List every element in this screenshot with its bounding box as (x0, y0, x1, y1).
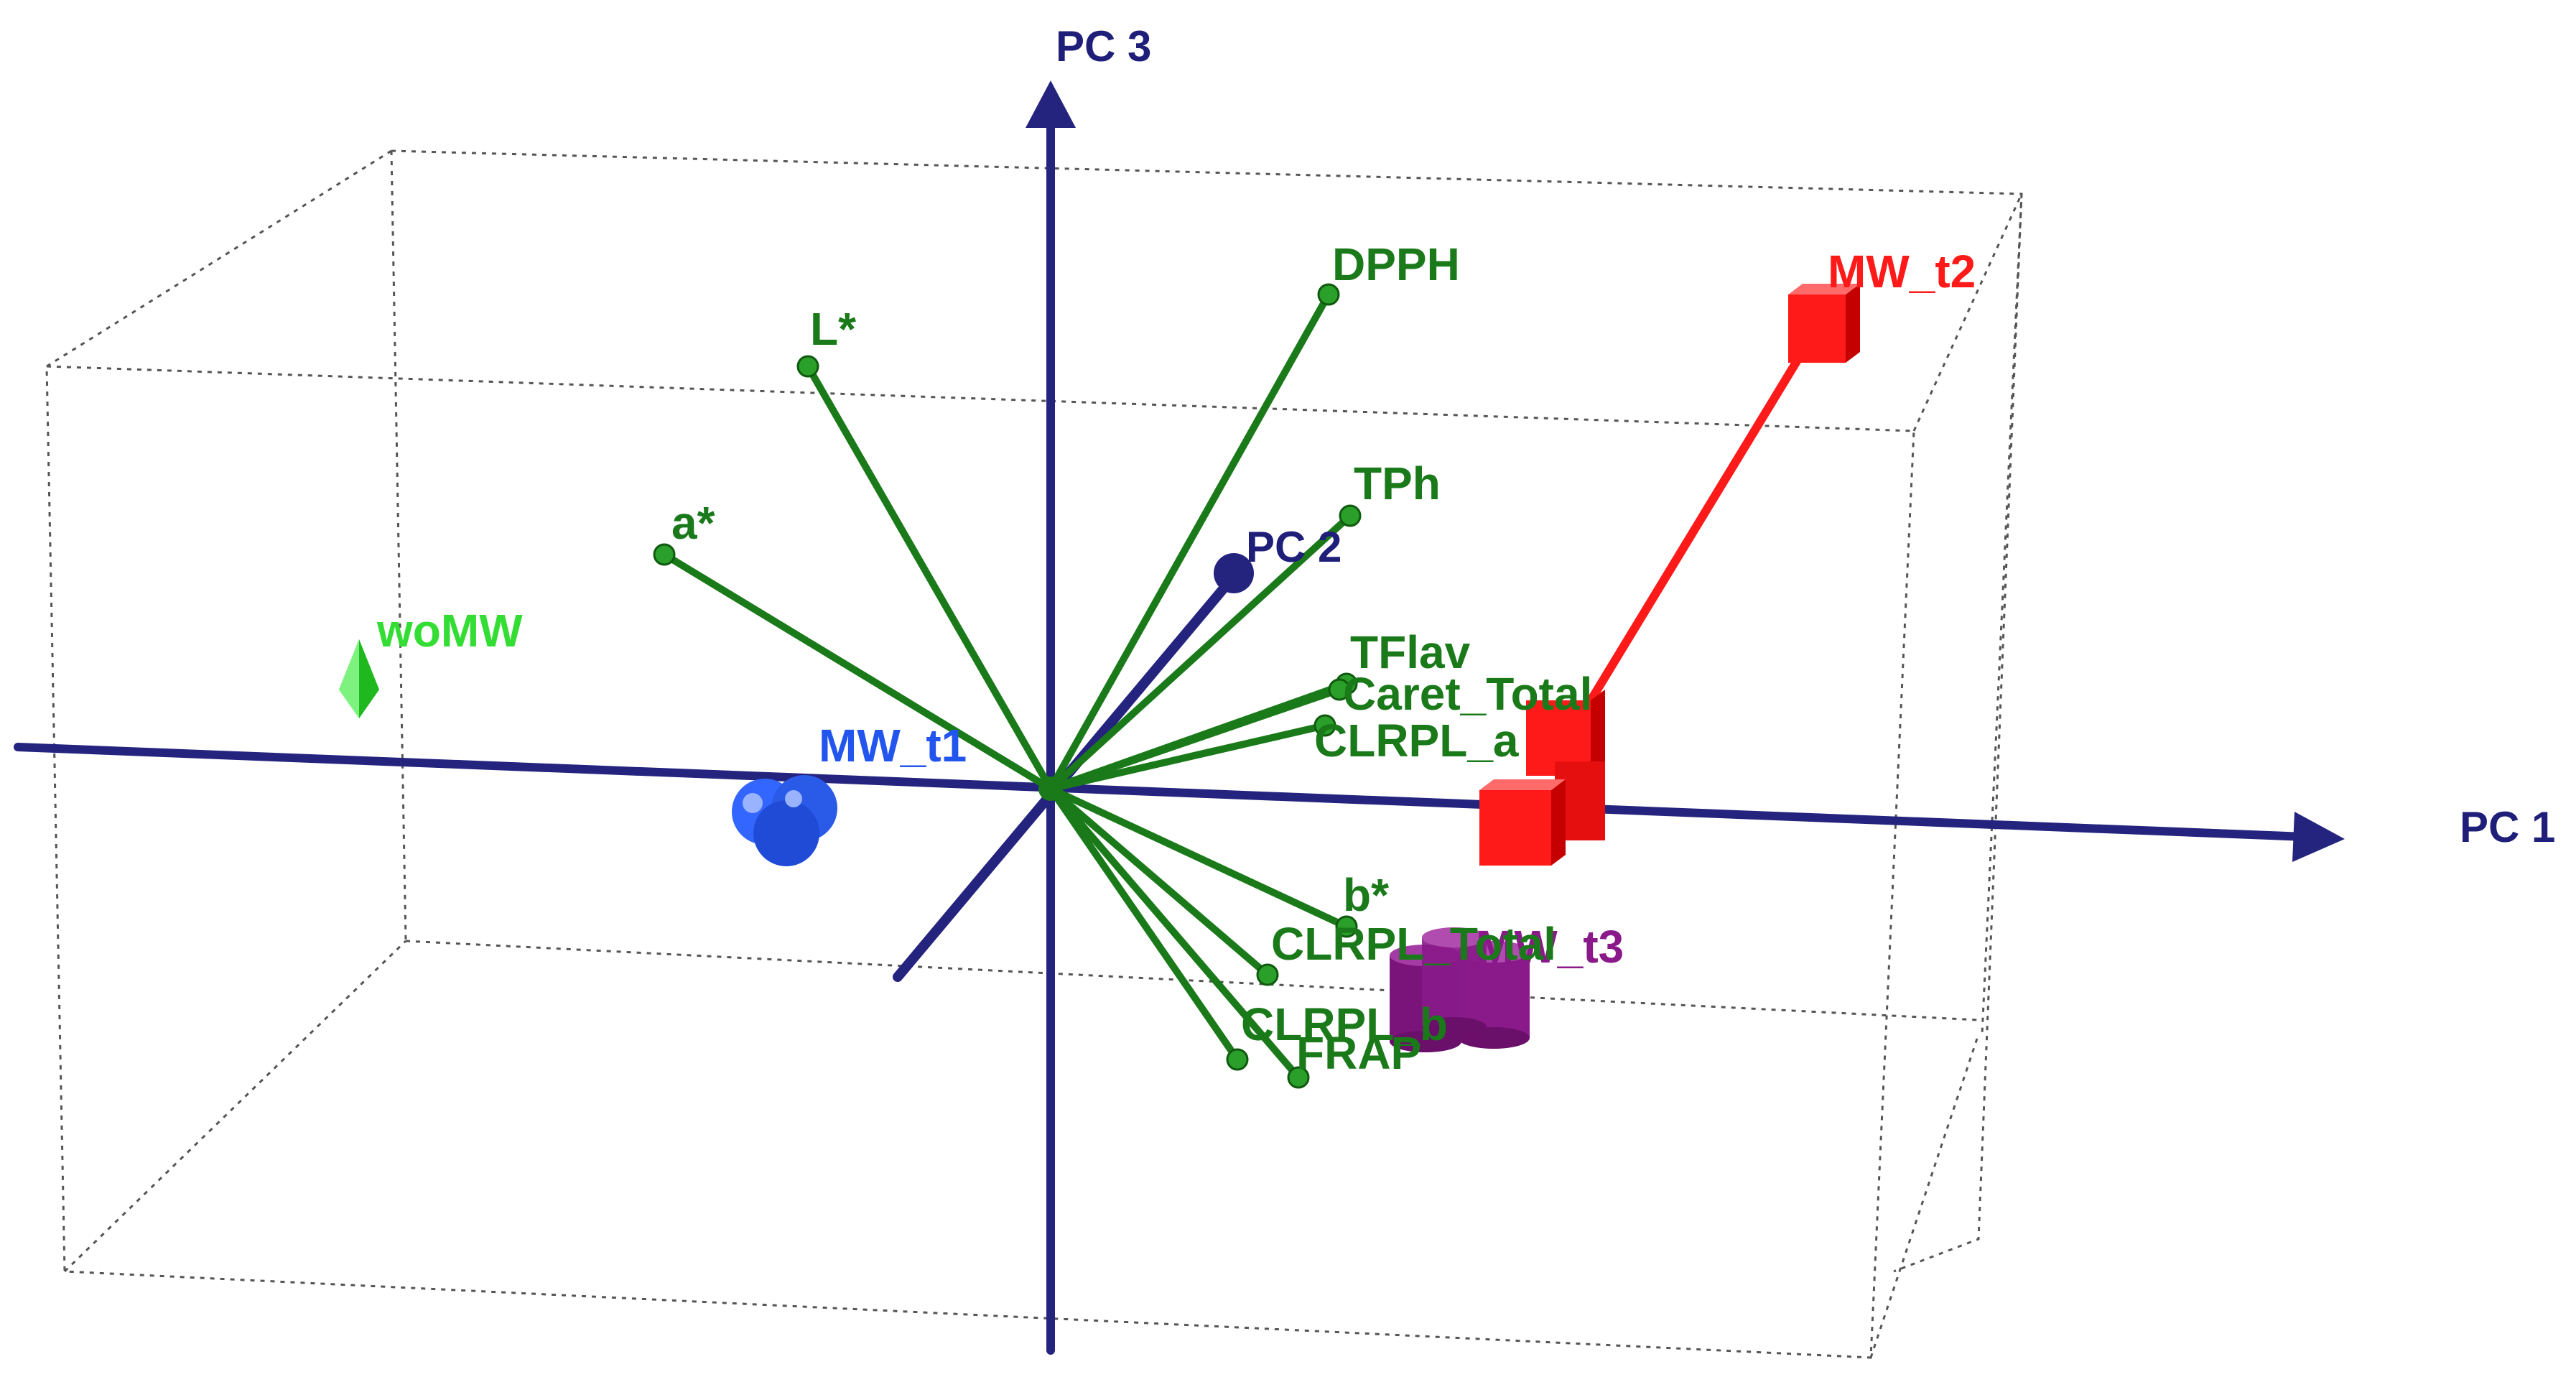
loading-vector-frap (1048, 786, 1301, 1080)
loading-vector-tph (1048, 513, 1353, 792)
loading-label-dpph: DPPH (1332, 238, 1460, 290)
bounding-box (45, 149, 2023, 1359)
loading-point-caret-total (1328, 678, 1351, 701)
MW_t1-label: MW_t1 (819, 720, 967, 771)
loading-label-caret-total: Caret_Total (1343, 668, 1592, 720)
loading-label-tph: TPh (1354, 458, 1441, 509)
pc2-axis-label: PC 2 (1246, 523, 1342, 571)
MW_t3-label: MW_t3 (1476, 921, 1624, 973)
pc1-axis-arrowhead (2292, 812, 2345, 862)
loading-vector-a (662, 551, 1053, 792)
loading-label-frap: FRAP (1296, 1027, 1421, 1079)
woMW-marker (339, 639, 379, 718)
axis-labels: PC 3 PC 1 PC 2 (1056, 22, 2555, 851)
loading-vector-clrpl-a (1049, 722, 1326, 792)
loading-label-clrpl-b: CLRPL_b (1241, 998, 1448, 1050)
loading-label-l: L* (810, 303, 856, 355)
loading-vector-caret-total (1049, 686, 1341, 792)
loading-label-clrpl-total: CLRPL_Total (1271, 918, 1556, 970)
loading-point-l (796, 355, 819, 378)
loading-label-b: b* (1343, 869, 1389, 921)
loading-labels: DPPHL*TPha*TFlavCaret_TotalCLRPL_ab*CLRP… (671, 238, 1592, 1079)
pc3-axis-label: PC 3 (1056, 22, 1151, 70)
group-markers (339, 284, 1860, 1052)
loading-point-b (1335, 915, 1358, 938)
pc3-axis-arrowhead (1026, 80, 1076, 128)
loading-label-a: a* (671, 497, 715, 549)
loading-vector-clrpl-total (1048, 786, 1270, 978)
loading-vector-b (1048, 785, 1349, 930)
loading-vectors (653, 283, 1362, 1089)
loading-vector-dpph (1047, 292, 1332, 791)
loading-point-dpph (1317, 283, 1340, 306)
group-labels: woMW MW_t1 MW_t2 MW_t3 (376, 246, 1976, 973)
loading-point-clrpl-total (1256, 963, 1279, 986)
loading-label-tflav: TFlav (1350, 626, 1471, 678)
loading-vector-l (804, 364, 1054, 791)
loading-point-clrpl-b (1226, 1048, 1249, 1071)
origin-point (1038, 776, 1063, 801)
pc-axes (14, 80, 2345, 1355)
loading-point-frap (1287, 1066, 1310, 1089)
MW_t3-marker (1390, 927, 1530, 1052)
MW_t1-marker (732, 775, 837, 866)
loading-point-tph (1339, 504, 1362, 527)
loading-label-clrpl-a: CLRPL_a (1314, 715, 1519, 766)
loading-vector-clrpl-b (1047, 787, 1241, 1062)
loading-point-a (653, 543, 676, 566)
woMW-label: woMW (376, 605, 523, 657)
pc2-axis-endpoint (1214, 553, 1254, 593)
loading-point-clrpl-a (1313, 714, 1336, 737)
pc1-axis-line (14, 743, 2310, 841)
pc1-axis-label: PC 1 (2460, 803, 2555, 851)
MW_t2-marker (1479, 284, 1860, 866)
MW_t2-label: MW_t2 (1828, 246, 1976, 297)
